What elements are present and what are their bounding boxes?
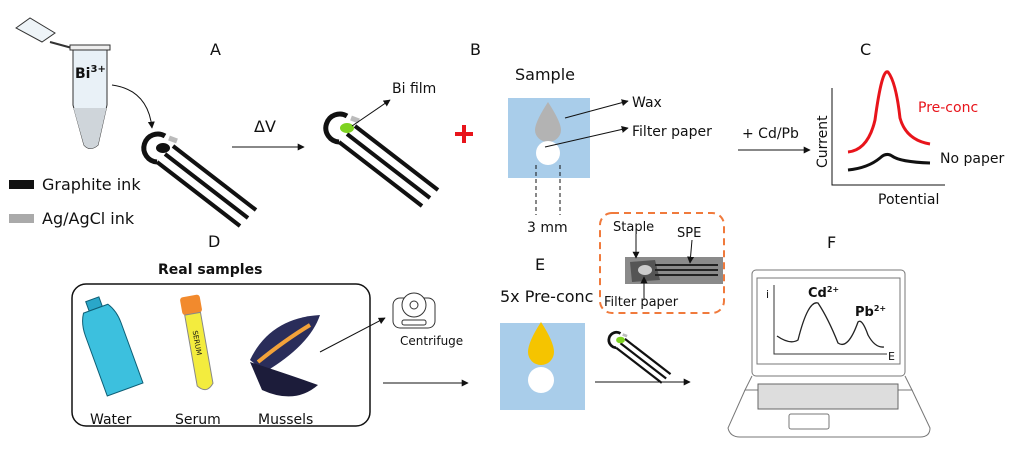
legend-graphite: Graphite ink [42,175,141,194]
pre-conc-label: Pre-conc [918,100,978,116]
pb-peak-label: Pb2+ [855,304,886,320]
voltammogram-plot: Current Potential Pre-conc No paper [815,70,1004,208]
panel-label-f: F [827,233,836,252]
inset-filter-paper-label: Filter paper [604,295,679,310]
agcl-swatch [9,214,34,223]
sample-mussels: Mussels [258,412,313,428]
filter-paper-spot [528,367,554,393]
legend-agcl: Ag/AgCl ink [42,209,135,228]
delta-v-label: ΔV [254,117,276,136]
graphite-swatch [9,180,34,189]
arrow [687,239,695,264]
panel-label-e: E [535,255,545,274]
plus-icon [455,125,473,143]
real-samples-box [71,283,371,427]
arrow [564,99,629,119]
laptop-e-label: E [888,350,895,363]
arrow [111,84,155,129]
arrow [351,99,391,127]
centrifuge-label: Centrifuge [400,334,463,348]
five-x-pre-conc-label: 5x Pre-conc [500,287,593,306]
sample-serum: Serum [175,412,221,428]
laptop-i-label: i [766,288,769,301]
sample-water: Water [90,412,132,428]
plot-xlabel: Potential [878,192,939,208]
mussel-icon [250,315,320,397]
panel-label-b: B [470,40,481,59]
laptop-icon [727,269,931,438]
inset-spe-label: SPE [677,226,701,241]
tube-label: Bi3+ [75,64,106,82]
inset-box [599,212,725,314]
arrow [319,317,386,353]
real-samples-title: Real samples [158,262,262,278]
bi-film-electrode-icon [326,114,438,206]
inset-staple-label: Staple [613,220,654,235]
cd-pb-label: + Cd/Pb [742,126,799,142]
filter-paper-label: Filter paper [632,124,712,140]
cd-peak-label: Cd2+ [808,285,839,301]
plot-axes [831,88,945,186]
panel-label-c: C [860,40,871,59]
centrifuge-icon [392,292,436,329]
bi-tube-icon: Bi3+ [15,17,111,149]
panel-label-a: A [210,40,221,59]
arrow [544,125,629,148]
filter-paper-spot [536,141,560,165]
preconc-drop-icon [528,322,554,365]
wax-label: Wax [632,95,662,111]
no-paper-label: No paper [940,151,1004,167]
plot-ylabel: Current [815,115,831,168]
three-mm-label: 3 mm [527,220,568,236]
laptop-voltammogram: i E Cd2+ Pb2+ [766,285,895,363]
electrode-icon [144,134,256,226]
sample-label: Sample [515,65,575,84]
water-bottle-icon [82,296,144,397]
no-paper-curve [847,152,931,172]
bi-film-electrode-icon [607,330,672,385]
panel-label-d: D [208,232,220,251]
pre-conc-curve [847,70,931,154]
bi-film-label: Bi film [392,81,436,97]
serum-tube-icon: SERUM [180,294,214,391]
spe-photo [625,257,723,284]
sample-drop-icon [535,102,561,142]
